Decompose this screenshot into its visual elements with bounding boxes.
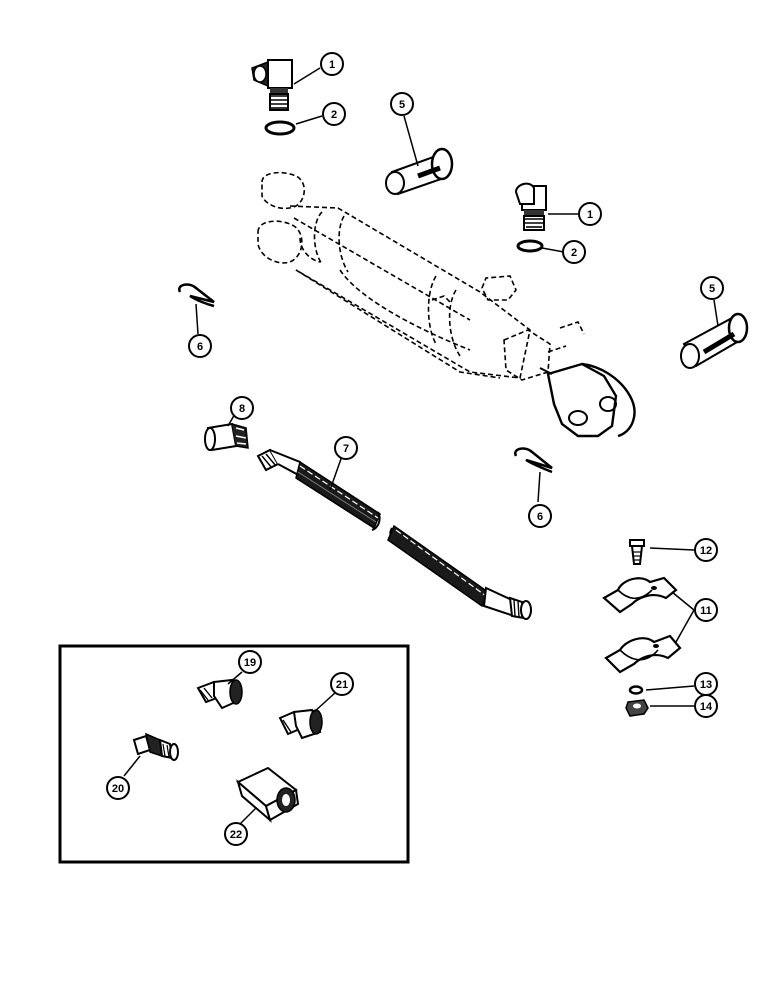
callout-8: 8 [230,396,254,420]
svg-text:11: 11 [700,605,712,617]
callout-7: 7 [334,436,358,460]
callout-13: 13 [694,672,718,696]
inset-frame [58,644,410,864]
callout-19: 19 [238,650,262,674]
bolt-12 [629,539,645,565]
callout-5: 5 [390,92,414,116]
svg-text:22: 22 [230,829,242,841]
clevis-pin-5-right [680,312,749,369]
callout-20: 20 [106,776,130,800]
elbow-fitting-1-mid [514,182,547,231]
o-ring-2-mid [516,239,544,253]
callout-2: 2 [562,240,586,264]
callout-6: 6 [188,334,212,358]
callout-22: 22 [224,822,248,846]
callout-6: 6 [528,504,552,528]
svg-text:2: 2 [331,109,337,121]
svg-text:8: 8 [239,403,245,415]
rod-clevis [539,362,636,438]
callout-1: 1 [320,52,344,76]
callout-5: 5 [700,276,724,300]
hydraulic-hose-7 [256,448,532,620]
lock-washer-13 [628,685,644,695]
coupling-22 [236,766,300,823]
svg-text:7: 7 [343,443,349,455]
elbow-fitting-1-top [251,59,293,111]
callout-1: 1 [578,202,602,226]
svg-text:19: 19 [244,657,256,669]
svg-text:5: 5 [709,283,715,295]
union-fitting-20 [132,732,179,761]
svg-text:14: 14 [700,701,713,713]
svg-text:1: 1 [329,59,335,71]
hex-nut-14 [625,699,649,717]
svg-text:6: 6 [197,341,203,353]
o-ring-2-top [264,120,296,136]
callout-12: 12 [694,538,718,562]
hydraulic-cylinder-outline [257,171,585,381]
reducer-fitting-19 [196,678,243,710]
svg-text:5: 5 [399,99,405,111]
clevis-pin-5-top [385,147,454,196]
hair-pin-clip-6-right [514,447,553,474]
svg-text:6: 6 [537,511,543,523]
hose-clamp-11-upper [602,576,678,614]
callout-21: 21 [330,672,354,696]
svg-text:20: 20 [112,783,124,795]
svg-text:12: 12 [700,545,712,557]
svg-text:21: 21 [336,679,348,691]
hair-pin-clip-6-left [178,283,215,308]
svg-text:1: 1 [587,209,593,221]
callout-2: 2 [322,102,346,126]
svg-text:2: 2 [571,247,577,259]
hose-clamp-11-lower [604,634,682,674]
leader-lines [123,67,719,825]
svg-text:13: 13 [700,679,712,691]
adapter-fitting-21 [278,708,323,740]
callout-14: 14 [694,694,718,718]
adapter-fitting-8 [204,422,249,452]
callout-11: 11 [694,598,718,622]
